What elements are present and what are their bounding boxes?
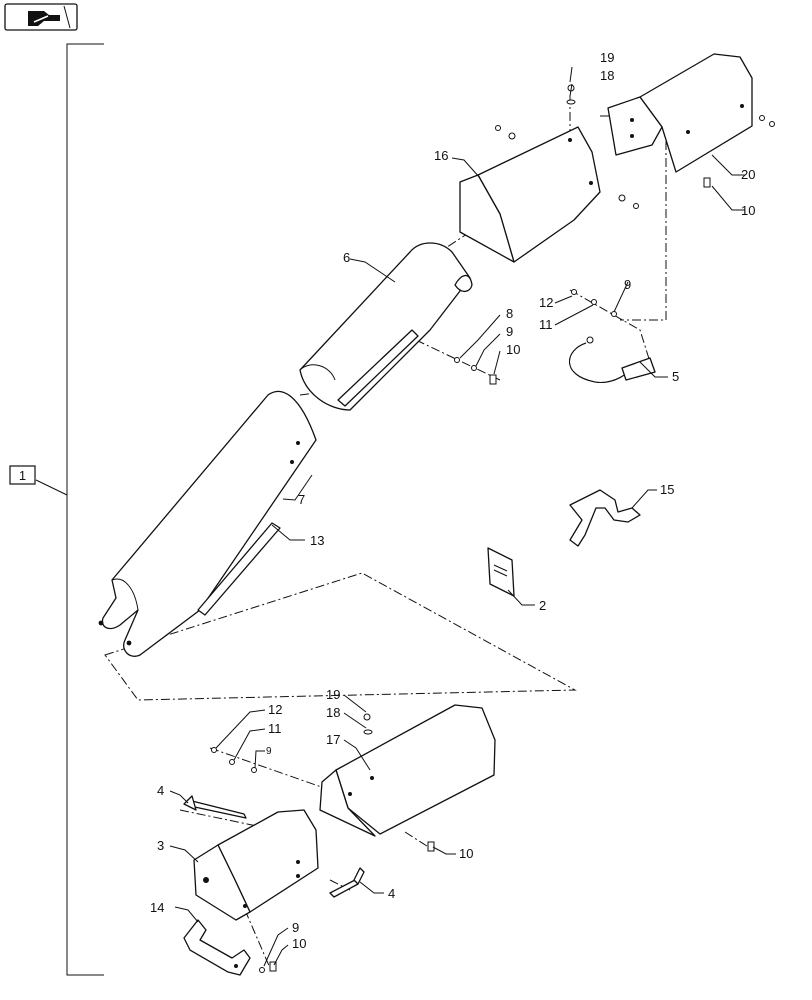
part-15-bracket: [569, 489, 641, 547]
callout-10: 10: [506, 342, 520, 357]
part-13-strip: [197, 522, 281, 616]
part-2-manual: [487, 547, 515, 597]
callout-3: 3: [157, 838, 164, 853]
callout-9: 9: [292, 920, 299, 935]
part-20-shield: [607, 53, 753, 173]
leader-lines: [169, 66, 745, 967]
callout-12: 12: [539, 295, 553, 310]
callout-10: 10: [292, 936, 306, 951]
part-6-tube: [299, 242, 473, 411]
callout-9: 9: [266, 746, 272, 757]
callout-8: 8: [506, 306, 513, 321]
callout-2: 2: [539, 598, 546, 613]
callout-20: 20: [741, 167, 755, 182]
callout-6: 6: [343, 250, 350, 265]
part-5-cable: [569, 336, 656, 383]
callout-18: 18: [600, 68, 614, 83]
callout-4: 4: [157, 783, 164, 798]
callout-17: 17: [326, 732, 340, 747]
callout-15: 15: [660, 482, 674, 497]
callout-11: 11: [268, 721, 282, 736]
book-arrow-icon[interactable]: [4, 3, 78, 31]
callout-5: 5: [672, 369, 679, 384]
callout-14: 14: [150, 900, 164, 915]
callout-19: 19: [600, 50, 614, 65]
group-label-box: 1: [9, 465, 36, 485]
callout-11: 11: [539, 317, 553, 332]
part-7-tube: [98, 390, 317, 657]
part-16-shield: [459, 126, 601, 263]
assembly-bracket: [35, 43, 104, 976]
callout-9: 9: [624, 277, 631, 292]
callout-labels: 19 18 16 20 10 6 9 12 11 8 9 10 5 7 13 1…: [150, 50, 755, 951]
part-14-bracket: [183, 919, 251, 976]
callout-4: 4: [388, 886, 395, 901]
callout-7: 7: [298, 492, 305, 507]
callout-9: 9: [506, 324, 513, 339]
callout-18: 18: [326, 705, 340, 720]
group-label-text: 1: [19, 468, 26, 483]
part-17-shield: [319, 704, 496, 837]
part-3-shield: [193, 809, 319, 921]
callout-10: 10: [459, 846, 473, 861]
callout-16: 16: [434, 148, 448, 163]
callout-19: 19: [326, 687, 340, 702]
part-4-pin-lower: [329, 867, 365, 898]
callout-10: 10: [741, 203, 755, 218]
callout-12: 12: [268, 702, 282, 717]
part-4-pin-upper: [183, 795, 247, 819]
callout-13: 13: [310, 533, 324, 548]
